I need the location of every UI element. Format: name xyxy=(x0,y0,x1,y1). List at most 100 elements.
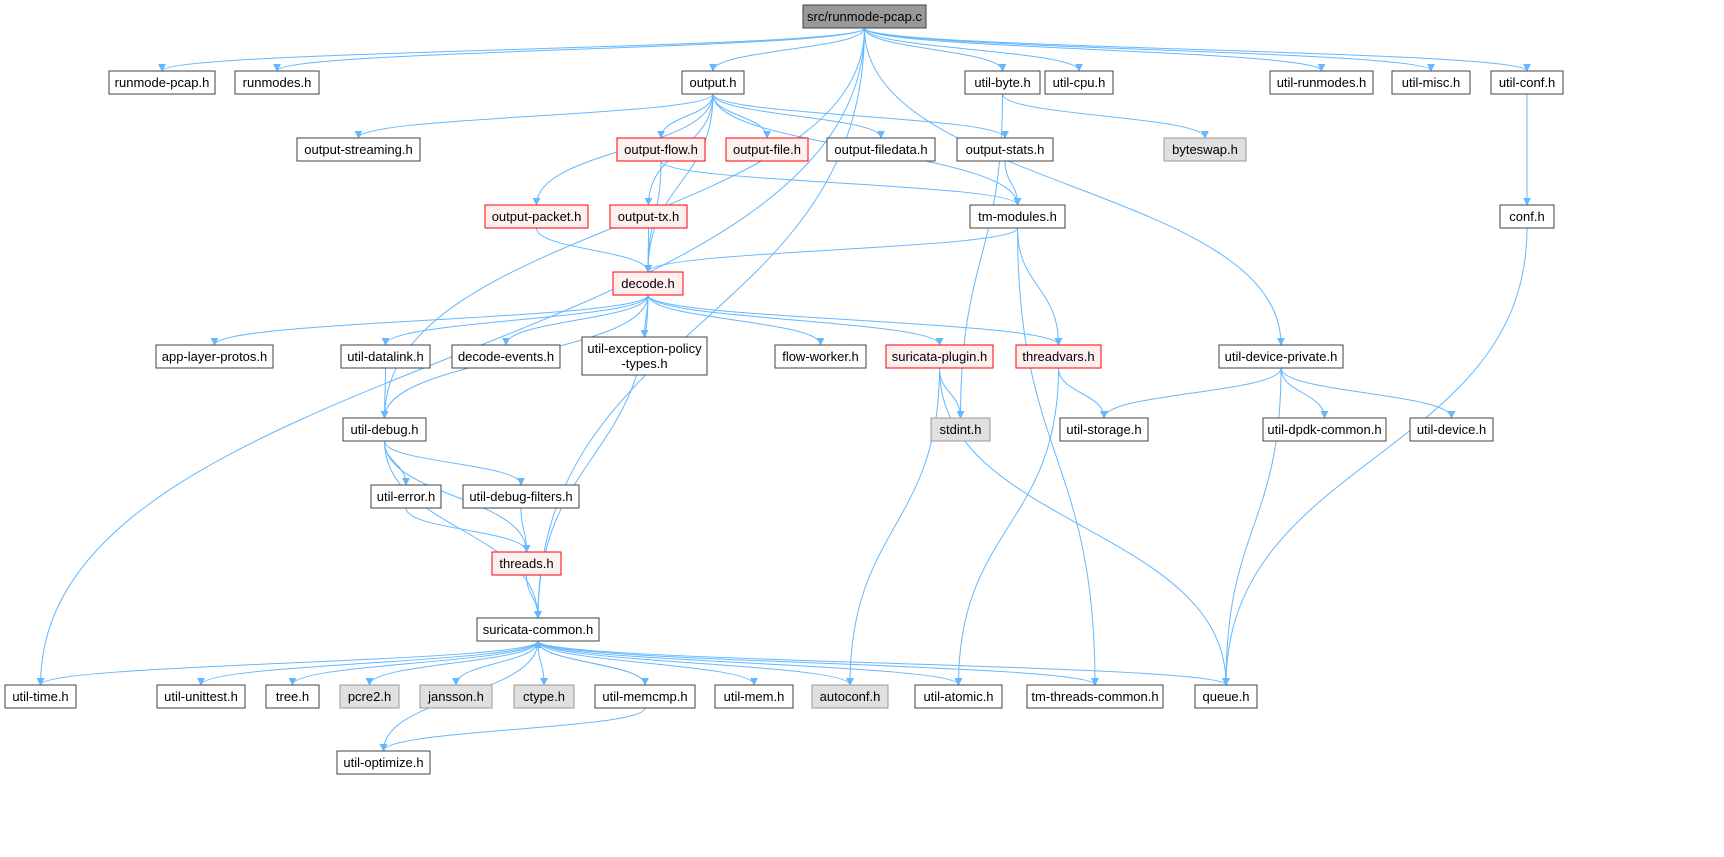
node-util-unittest-h[interactable]: util-unittest.h xyxy=(156,684,246,709)
node-label: output-streaming.h xyxy=(304,142,412,157)
node-util-dpdk-common-h[interactable]: util-dpdk-common.h xyxy=(1262,417,1387,442)
node-app-layer-protos-h[interactable]: app-layer-protos.h xyxy=(155,344,274,369)
node-suricata-plugin-h[interactable]: suricata-plugin.h xyxy=(885,344,994,369)
node-util-debug-filters-h[interactable]: util-debug-filters.h xyxy=(462,484,580,509)
node-label: src/runmode-pcap.c xyxy=(807,9,922,24)
edge-util_byte_h-to-byteswap_h xyxy=(1002,93,1209,139)
node-label: output-flow.h xyxy=(624,142,698,157)
node-queue-h[interactable]: queue.h xyxy=(1194,684,1258,709)
node-label: output-tx.h xyxy=(618,209,679,224)
node-util-device-h[interactable]: util-device.h xyxy=(1409,417,1494,442)
node-output-filedata-h[interactable]: output-filedata.h xyxy=(826,137,936,162)
node-box xyxy=(513,684,575,709)
node-label: util-exception-policy xyxy=(587,341,702,356)
node-util-exception-h[interactable]: util-exception-policy-types.h xyxy=(581,336,708,376)
node-label: output-packet.h xyxy=(492,209,582,224)
node-box xyxy=(964,70,1041,95)
node-util-conf-h[interactable]: util-conf.h xyxy=(1490,70,1564,95)
node-stdint-h[interactable]: stdint.h xyxy=(930,417,991,442)
node-util-atomic-h[interactable]: util-atomic.h xyxy=(914,684,1003,709)
node-util-datalink-h[interactable]: util-datalink.h xyxy=(340,344,431,369)
node-util-runmodes-h[interactable]: util-runmodes.h xyxy=(1269,70,1374,95)
node-output-streaming-h[interactable]: output-streaming.h xyxy=(296,137,421,162)
node-label: suricata-plugin.h xyxy=(892,349,987,364)
node-conf-h[interactable]: conf.h xyxy=(1499,204,1555,229)
edge-util_device_private_h-to-queue_h xyxy=(1222,367,1282,686)
node-output-flow-h[interactable]: output-flow.h xyxy=(616,137,706,162)
node-suricata-common-h[interactable]: suricata-common.h xyxy=(476,617,600,642)
node-output-tx-h[interactable]: output-tx.h xyxy=(609,204,688,229)
edge-root-to-util_misc_h xyxy=(864,27,1435,72)
node-box xyxy=(802,4,927,29)
node-runmode-pcap-h[interactable]: runmode-pcap.h xyxy=(108,70,216,95)
node-label: runmode-pcap.h xyxy=(115,75,210,90)
node-box xyxy=(681,70,745,95)
edge-root-to-runmodes_h xyxy=(273,27,865,72)
node-util-cpu-h[interactable]: util-cpu.h xyxy=(1044,70,1114,95)
node-tm-modules-h[interactable]: tm-modules.h xyxy=(969,204,1066,229)
node-tm-threads-common-h[interactable]: tm-threads-common.h xyxy=(1026,684,1164,709)
node-util-error-h[interactable]: util-error.h xyxy=(370,484,442,509)
edge-util_memcmp_h-to-suricata_common_h xyxy=(534,640,646,686)
node-util-storage-h[interactable]: util-storage.h xyxy=(1059,417,1149,442)
node-util-byte-h[interactable]: util-byte.h xyxy=(964,70,1041,95)
node-decode-events-h[interactable]: decode-events.h xyxy=(451,344,561,369)
edge-root-to-output_h xyxy=(709,27,865,72)
node-label: util-mem.h xyxy=(724,689,785,704)
node-output-h[interactable]: output.h xyxy=(681,70,745,95)
edge-root-to-util_runmodes_h xyxy=(864,27,1326,72)
node-box xyxy=(969,204,1066,229)
node-output-stats-h[interactable]: output-stats.h xyxy=(956,137,1054,162)
node-root[interactable]: src/runmode-pcap.c xyxy=(802,4,927,29)
node-label: util-conf.h xyxy=(1499,75,1555,90)
node-output-packet-h[interactable]: output-packet.h xyxy=(484,204,589,229)
node-box xyxy=(336,750,431,775)
edge-threadvars_h-to-util_storage_h xyxy=(1058,367,1108,419)
node-util-memcmp-h[interactable]: util-memcmp.h xyxy=(594,684,696,709)
node-threadvars-h[interactable]: threadvars.h xyxy=(1015,344,1102,369)
edge-util_device_private_h-to-util_device_h xyxy=(1280,367,1456,419)
node-box xyxy=(491,551,562,576)
node-util-device-private-h[interactable]: util-device-private.h xyxy=(1218,344,1344,369)
node-autoconf-h[interactable]: autoconf.h xyxy=(811,684,889,709)
edge-root-to-util_byte_h xyxy=(864,27,1007,72)
node-flow-worker-h[interactable]: flow-worker.h xyxy=(774,344,867,369)
node-pcre2-h[interactable]: pcre2.h xyxy=(339,684,400,709)
node-box xyxy=(339,684,400,709)
node-util-misc-h[interactable]: util-misc.h xyxy=(1391,70,1471,95)
node-util-debug-h[interactable]: util-debug.h xyxy=(342,417,427,442)
edge-suricata_common_h-to-util_unittest_h xyxy=(197,640,539,686)
node-box xyxy=(451,344,561,369)
node-jansson-h[interactable]: jansson.h xyxy=(419,684,493,709)
node-label: pcre2.h xyxy=(348,689,391,704)
node-output-file-h[interactable]: output-file.h xyxy=(725,137,809,162)
node-runmodes-h[interactable]: runmodes.h xyxy=(234,70,320,95)
node-box xyxy=(265,684,320,709)
node-label: util-optimize.h xyxy=(343,755,423,770)
node-tree-h[interactable]: tree.h xyxy=(265,684,320,709)
edge-root-to-runmode_pcap_h xyxy=(158,27,865,72)
node-byteswap-h[interactable]: byteswap.h xyxy=(1163,137,1247,162)
node-box xyxy=(826,137,936,162)
edge-output_flow_h-to-tm_modules_h xyxy=(660,160,1022,206)
node-label: output-file.h xyxy=(733,142,801,157)
node-box xyxy=(612,271,684,296)
edge-suricata_common_h-to-pcre2_h xyxy=(365,640,539,686)
node-threads-h[interactable]: threads.h xyxy=(491,551,562,576)
node-decode-h[interactable]: decode.h xyxy=(612,271,684,296)
node-util-mem-h[interactable]: util-mem.h xyxy=(714,684,794,709)
node-util-time-h[interactable]: util-time.h xyxy=(4,684,77,709)
edge-output_packet_h-to-decode_h xyxy=(536,227,652,273)
node-box xyxy=(811,684,889,709)
edge-output_h-to-output_stats_h xyxy=(712,93,1009,139)
node-util-optimize-h[interactable]: util-optimize.h xyxy=(336,750,431,775)
edge-suricata_common_h-to-ctype_h xyxy=(537,640,548,686)
node-label: util-device-private.h xyxy=(1225,349,1338,364)
node-label: threadvars.h xyxy=(1022,349,1094,364)
node-ctype-h[interactable]: ctype.h xyxy=(513,684,575,709)
node-label: queue.h xyxy=(1203,689,1250,704)
node-label: util-time.h xyxy=(12,689,68,704)
node-box xyxy=(1059,417,1149,442)
edge-decode_h-to-util_datalink_h xyxy=(381,294,649,346)
